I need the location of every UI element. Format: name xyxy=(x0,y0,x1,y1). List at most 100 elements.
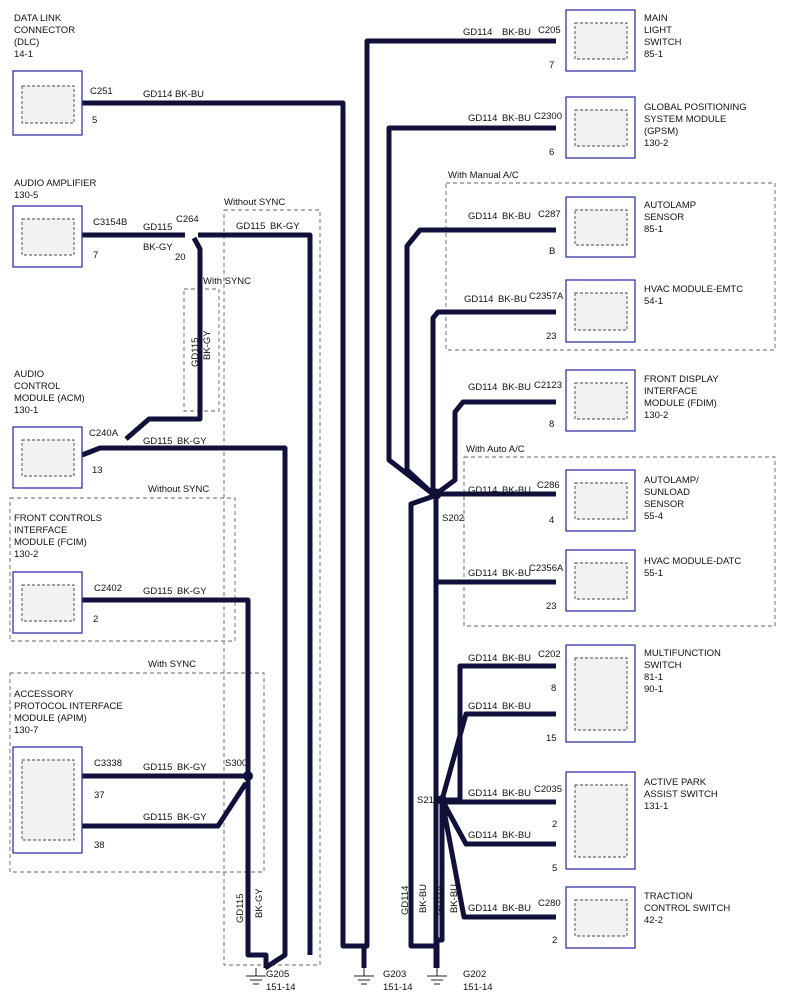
circuit-bkbu-autolamp-sunload: BK-BU xyxy=(502,485,531,496)
module-main-light-label-4: 85-1 xyxy=(644,49,663,60)
module-gpsm: GLOBAL POSITIONING SYSTEM MODULE (GPSM) … xyxy=(565,96,747,159)
module-autolamp-sunload-label-3: SENSOR xyxy=(644,499,684,510)
module-autolamp-sunload-label-1: AUTOLAMP/ xyxy=(644,475,699,486)
splice-s214-label: S214 xyxy=(417,795,439,806)
module-autolamp-sunload-label-4: 55-4 xyxy=(644,511,663,522)
circuit-bkbu-gpsm: BK-BU xyxy=(502,113,531,124)
module-audio-amplifier-label-1: AUDIO AMPLIFIER xyxy=(14,178,96,189)
circuit-bkbu-active-park-5: BK-BU xyxy=(502,830,531,841)
module-main-light-label-3: SWITCH xyxy=(644,37,682,48)
circuit-gd115-amp: GD115 xyxy=(143,222,172,233)
option-box-manual-ac xyxy=(445,182,776,351)
module-hvac-datc: HVAC MODULE-DATC 55-1 xyxy=(565,549,741,612)
wire-gd114-traction xyxy=(439,799,556,920)
circuit-bkbu-multifunction-15: BK-BU xyxy=(502,701,531,712)
module-main-light-label-2: LIGHT xyxy=(644,25,672,36)
module-fdim-label-1: FRONT DISPLAY xyxy=(644,374,719,385)
module-hvac-datc-label-1: HVAC MODULE-DATC xyxy=(644,556,741,567)
option-label-without-sync-fcim: Without SYNC xyxy=(148,484,209,495)
splice-s202 xyxy=(430,488,442,500)
connector-c2356a: C2356A xyxy=(529,563,564,574)
module-fcim-label-3: MODULE (FCIM) xyxy=(14,537,87,548)
module-multifunction-label-3: 81-1 xyxy=(644,672,663,683)
connector-c280: C280 xyxy=(538,898,561,909)
circuit-bkgy-without-sync: BK-GY xyxy=(270,221,300,232)
circuit-gd115-without-sync: GD115 xyxy=(236,221,265,232)
module-gpsm-label-2: SYSTEM MODULE xyxy=(644,114,726,125)
connector-c2035-pin1: 2 xyxy=(552,819,557,830)
splice-s300-label: S300 xyxy=(225,758,247,769)
connector-c3154b-pin: 7 xyxy=(93,250,98,261)
option-label-without-sync-top: Without SYNC xyxy=(224,197,285,208)
splice-s300 xyxy=(243,771,253,781)
module-active-park-label-1: ACTIVE PARK xyxy=(644,777,707,788)
connector-c240a-pin: 13 xyxy=(92,465,103,476)
wire-gd114-multifunction-15 xyxy=(439,711,556,801)
wire-gd114-dlc xyxy=(79,100,367,968)
module-apim-label-3: MODULE (APIM) xyxy=(14,713,87,724)
module-autolamp-sunload-label-2: SUNLOAD xyxy=(644,487,690,498)
connector-c2357a: C2357A xyxy=(529,291,564,302)
circuit-gd114-hvac-datc: GD114 xyxy=(468,568,497,579)
connector-c2300: C2300 xyxy=(534,111,562,122)
connector-c3338: C3338 xyxy=(94,758,122,769)
circuit-gd114-vertical-1: GD114 xyxy=(400,886,411,915)
circuit-bkbu-fdim: BK-BU xyxy=(502,382,531,393)
module-acm: AUDIO CONTROL MODULE (ACM) 130-1 xyxy=(12,369,85,489)
module-fcim: FRONT CONTROLS INTERFACE MODULE (FCIM) 1… xyxy=(12,513,102,634)
wire-gd114-active-park-5 xyxy=(439,798,556,847)
module-active-park-label-2: ASSIST SWITCH xyxy=(644,789,718,800)
connector-c251: C251 xyxy=(90,86,113,97)
module-main-light-label-1: MAIN xyxy=(644,13,668,24)
module-acm-label-4: 130-1 xyxy=(14,405,38,416)
ground-g205-icon xyxy=(246,968,266,985)
circuit-bkgy-fcim: BK-GY xyxy=(177,586,207,597)
module-autolamp-sensor: AUTOLAMP SENSOR 85-1 xyxy=(565,196,696,258)
circuit-bkgy-apim-37: BK-GY xyxy=(177,762,207,773)
connector-c205: C205 xyxy=(538,25,561,36)
connector-c287: C287 xyxy=(538,209,561,220)
module-multifunction-label-1: MULTIFUNCTION xyxy=(644,648,721,659)
module-fcim-label-1: FRONT CONTROLS xyxy=(14,513,102,524)
circuit-bkbu-hvac-emtc: BK-BU xyxy=(498,294,527,305)
module-hvac-emtc-label-2: 54-1 xyxy=(644,296,663,307)
module-apim-label-2: PROTOCOL INTERFACE xyxy=(14,701,123,712)
connector-c2357a-pin: 23 xyxy=(546,331,557,342)
wire-gd114-fdim xyxy=(434,399,556,497)
circuit-bkbu-autolamp: BK-BU xyxy=(502,211,531,222)
circuit-gd115-acm: GD115 xyxy=(143,436,172,447)
module-audio-amplifier-label-2: 130-5 xyxy=(14,190,38,201)
option-label-manual-ac: With Manual A/C xyxy=(448,170,519,181)
connector-c264-pin: 20 xyxy=(175,252,186,263)
connector-c2123: C2123 xyxy=(534,380,562,391)
connector-c2356a-pin: 23 xyxy=(546,601,557,612)
wire-gd115-s300-ground xyxy=(245,776,269,968)
module-dlc: DATA LINK CONNECTOR (DLC) 14-1 xyxy=(12,13,83,136)
circuit-gd114-multifunction-8: GD114 xyxy=(468,653,497,664)
module-autolamp-label-2: SENSOR xyxy=(644,212,684,223)
module-multifunction-switch: MULTIFUNCTION SWITCH 81-1 90-1 xyxy=(565,644,721,743)
module-multifunction-label-4: 90-1 xyxy=(644,684,663,695)
module-traction-label-3: 42-2 xyxy=(644,915,663,926)
connector-c280-pin: 2 xyxy=(552,935,557,946)
ground-g205-location: 151-14 xyxy=(266,982,296,993)
wire-gd115-without-sync-upper xyxy=(198,232,313,955)
module-dlc-label-1: DATA LINK xyxy=(14,13,62,24)
option-box-without-sync-fcim xyxy=(9,497,236,642)
option-label-with-sync-top: With SYNC xyxy=(203,276,251,287)
connector-c2300-pin: 6 xyxy=(549,147,554,158)
circuit-gd114-autolamp: GD114 xyxy=(468,211,497,222)
module-multifunction-label-2: SWITCH xyxy=(644,660,682,671)
module-acm-label-1: AUDIO xyxy=(14,369,44,380)
wire-gd114-s214-ground xyxy=(434,800,445,968)
splice-s202-label: S202 xyxy=(442,513,464,524)
circuit-bkbu-traction: BK-BU xyxy=(502,903,531,914)
connector-c2035-pin2: 5 xyxy=(552,863,557,874)
connector-c202: C202 xyxy=(538,649,561,660)
circuit-bkbu-vertical-1: BK-BU xyxy=(418,884,429,913)
connector-c205-pin: 7 xyxy=(549,60,554,71)
circuit-bkbu-multifunction-8: BK-BU xyxy=(502,653,531,664)
circuit-gd114-main-light: GD114 xyxy=(463,27,492,38)
circuit-bkgy-acm: BK-GY xyxy=(177,436,207,447)
connector-c251-pin: 5 xyxy=(92,115,97,126)
